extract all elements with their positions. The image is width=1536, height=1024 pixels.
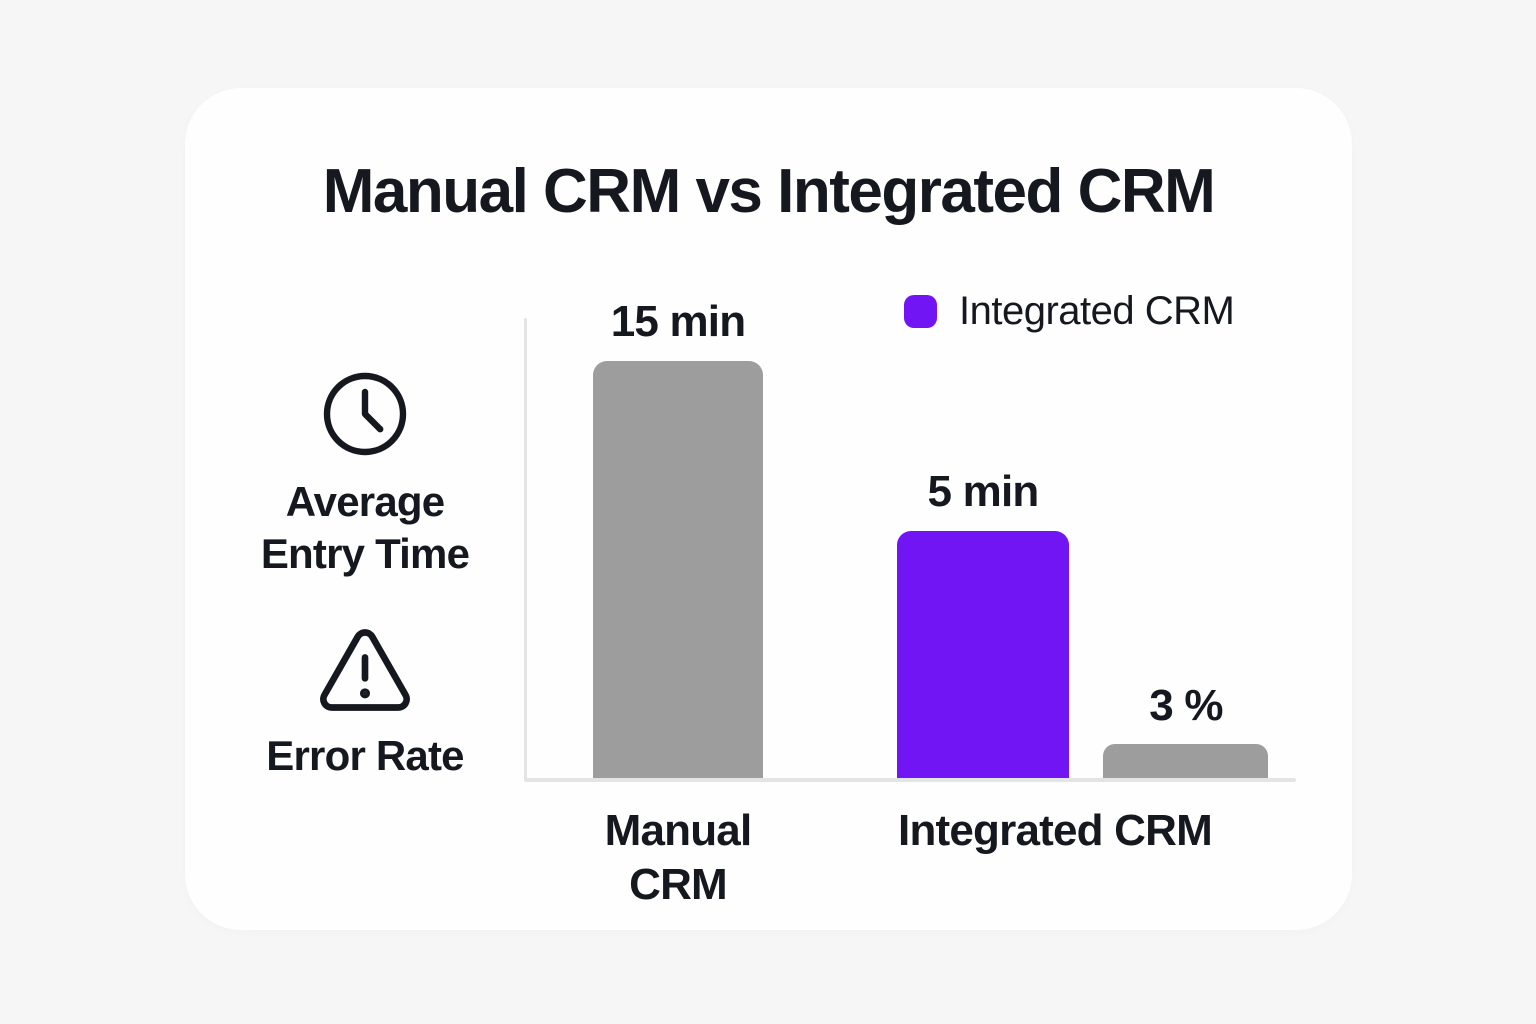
clock-icon bbox=[317, 366, 413, 462]
bar-value-label-manual-entry-time: 15 min bbox=[610, 297, 746, 346]
bar-integrated-entry-time bbox=[897, 531, 1069, 778]
x-axis-label-manual-line2: CRM bbox=[629, 860, 728, 909]
bar-value-label-integrated-error-rate: 3 % bbox=[1149, 681, 1223, 730]
warning-icon bbox=[315, 624, 415, 716]
metric-average-entry-time: Average Entry Time bbox=[210, 366, 520, 580]
legend: Integrated CRM bbox=[904, 289, 1235, 334]
y-axis-line bbox=[524, 318, 527, 780]
metric-label-entry-time: Entry Time bbox=[260, 530, 470, 577]
chart-card: Manual CRM vs Integrated CRM Integrated … bbox=[185, 88, 1352, 930]
metric-error-rate: Error Rate bbox=[210, 624, 520, 782]
x-axis-label-manual-line1: Manual bbox=[604, 806, 753, 855]
legend-label: Integrated CRM bbox=[959, 289, 1235, 333]
bar-integrated-error-rate bbox=[1103, 744, 1268, 778]
bar-manual-entry-time bbox=[593, 361, 763, 778]
bar-value-label-integrated-entry-time: 5 min bbox=[927, 467, 1040, 516]
metric-label-average: Average bbox=[285, 478, 445, 525]
metric-label-error-rate: Error Rate bbox=[266, 732, 464, 779]
x-axis-label-integrated-crm: Integrated CRM bbox=[898, 806, 1213, 855]
x-axis-line bbox=[524, 778, 1296, 782]
legend-swatch-icon bbox=[904, 295, 937, 328]
x-axis-label-manual-crm: Manual CRM bbox=[528, 804, 828, 912]
page-title: Manual CRM vs Integrated CRM bbox=[322, 157, 1216, 226]
